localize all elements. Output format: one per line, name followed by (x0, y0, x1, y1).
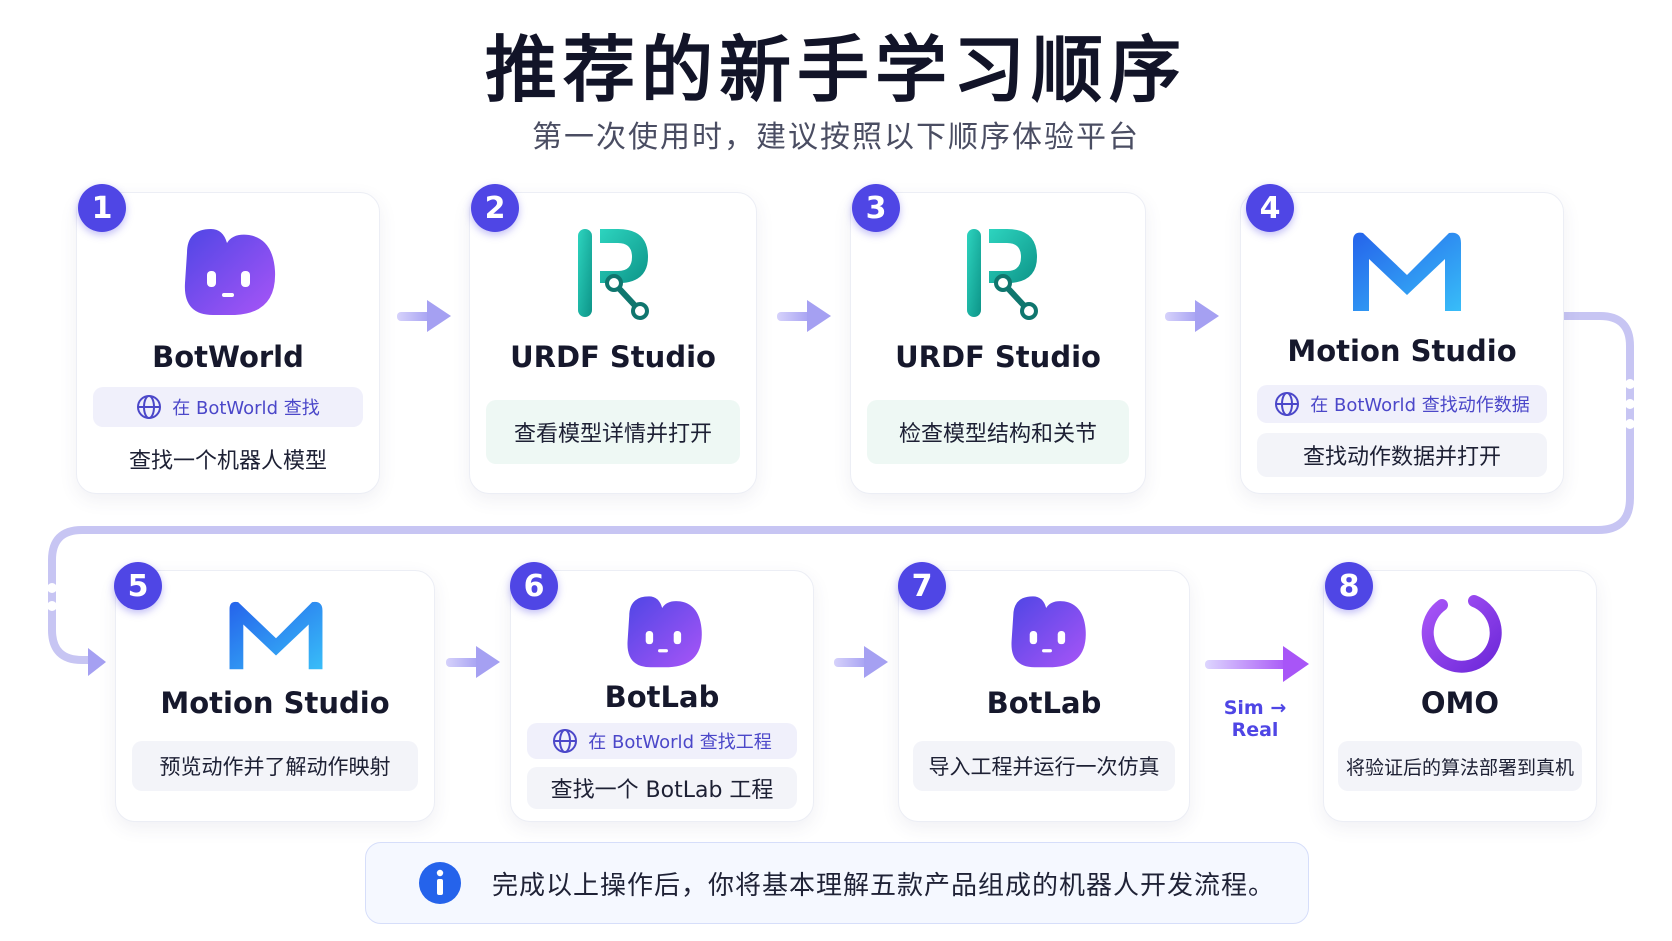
search-link-label: 在 BotWorld 查找动作数据 (1310, 395, 1530, 416)
search-link-label: 在 BotWorld 查找工程 (588, 732, 772, 753)
step-app-name: BotWorld (152, 340, 304, 374)
step-number-badge: 2 (471, 184, 519, 232)
step-action: 将验证后的算法部署到真机 (1338, 741, 1582, 791)
omo-icon (1420, 591, 1504, 679)
row-wrap-connector (47, 312, 1635, 676)
step-action: 预览动作并了解动作映射 (132, 741, 418, 791)
botlab-icon (621, 591, 705, 675)
step-number-badge: 6 (510, 562, 558, 610)
step-card-8: OMO 将验证后的算法部署到真机 (1323, 570, 1597, 822)
step-card-2: URDF Studio 查看模型详情并打开 (469, 192, 757, 494)
step-app-name: Motion Studio (160, 686, 390, 720)
step-action: 查找动作数据并打开 (1257, 433, 1547, 477)
motion-studio-icon (1349, 227, 1465, 317)
arrow-sim-to-real (1205, 646, 1309, 682)
step-card-4: Motion Studio 在 BotWorld 查找动作数据 查找动作数据并打… (1240, 192, 1564, 494)
motion-studio-icon (226, 597, 326, 675)
step-number-badge: 4 (1246, 184, 1294, 232)
step-card-6: BotLab 在 BotWorld 查找工程 查找一个 BotLab 工程 (510, 570, 814, 822)
urdf-studio-icon (963, 225, 1043, 325)
completion-note-text: 完成以上操作后，你将基本理解五款产品组成的机器人开发流程。 (492, 870, 1276, 901)
step-card-5: Motion Studio 预览动作并了解动作映射 (115, 570, 435, 822)
page-subtitle: 第一次使用时，建议按照以下顺序体验平台 (532, 120, 1140, 155)
arrow-2-3 (777, 300, 831, 332)
botworld-search-link[interactable]: 在 BotWorld 查找 (93, 387, 363, 427)
arrow-6-7 (834, 646, 888, 678)
step-app-name: BotLab (986, 686, 1102, 720)
botworld-search-link[interactable]: 在 BotWorld 查找动作数据 (1257, 385, 1547, 423)
step-action: 查看模型详情并打开 (486, 400, 740, 464)
arrow-1-2 (397, 300, 451, 332)
botworld-icon (177, 223, 279, 323)
globe-icon (137, 395, 162, 419)
step-action: 检查模型结构和关节 (867, 400, 1129, 464)
step-number-badge: 7 (898, 562, 946, 610)
step-app-name: Motion Studio (1287, 334, 1517, 368)
search-link-label: 在 BotWorld 查找 (172, 398, 320, 419)
step-action: 导入工程并运行一次仿真 (913, 741, 1175, 791)
step-app-name: BotLab (604, 680, 720, 714)
completion-note: 完成以上操作后，你将基本理解五款产品组成的机器人开发流程。 (365, 842, 1309, 924)
step-card-7: BotLab 导入工程并运行一次仿真 (898, 570, 1190, 822)
page-title: 推荐的新手学习顺序 (484, 28, 1187, 112)
step-app-name: URDF Studio (895, 340, 1101, 374)
botworld-search-link[interactable]: 在 BotWorld 查找工程 (527, 723, 797, 759)
step-app-name: URDF Studio (510, 340, 716, 374)
globe-icon (553, 729, 578, 753)
urdf-studio-icon (574, 225, 654, 325)
botlab-icon (1005, 591, 1089, 675)
step-number-badge: 5 (114, 562, 162, 610)
sim-to-real-label: Sim → Real (1223, 697, 1287, 741)
step-card-3: URDF Studio 检查模型结构和关节 (850, 192, 1146, 494)
step-app-name: OMO (1420, 686, 1500, 720)
step-action: 查找一个机器人模型 (128, 449, 327, 474)
step-number-badge: 1 (78, 184, 126, 232)
arrow-5-6 (446, 646, 500, 678)
step-action: 查找一个 BotLab 工程 (527, 767, 797, 809)
step-number-badge: 3 (852, 184, 900, 232)
info-icon (419, 862, 461, 904)
step-number-badge: 8 (1325, 562, 1373, 610)
arrow-3-4 (1165, 300, 1219, 332)
globe-icon (1275, 392, 1300, 416)
step-card-1: BotWorld 在 BotWorld 查找 查找一个机器人模型 (76, 192, 380, 494)
